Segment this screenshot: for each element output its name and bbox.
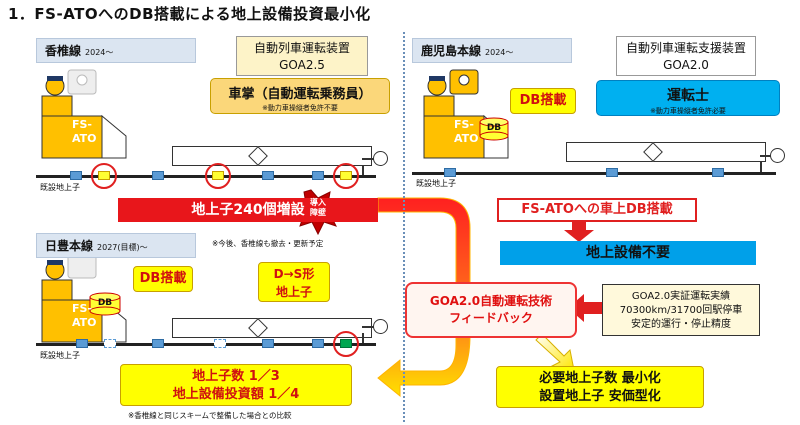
minimize-box: 必要地上子数 最小化 設置地上子 安価型化: [496, 366, 704, 408]
kashii-signal-post: [362, 158, 376, 160]
ds-balise-box: D→S形 地上子: [258, 262, 330, 302]
section-divider: [403, 32, 405, 422]
down-arrow: [564, 222, 594, 242]
nippo-db-tag: DB: [97, 298, 113, 308]
kashii-train-body: [172, 146, 372, 166]
nippo-ato-label: FS- ATO: [72, 302, 97, 329]
kagoshima-signal-icon: [770, 148, 785, 163]
nippo-train-body: [172, 318, 372, 338]
minimize-callout-arrow: [535, 333, 575, 371]
kashii-highlight-ring: [205, 163, 231, 189]
nippo-signal-icon: [373, 319, 388, 334]
kashii-signal-stem: [362, 165, 364, 175]
kashii-balise: [262, 171, 274, 180]
nippo-existing-balise-label: 既設地上子: [40, 351, 80, 360]
kashii-system-box: 自動列車運転装置 GOA2.5: [236, 36, 368, 76]
kagoshima-balise: [712, 168, 724, 177]
kashii-ato-label: FS- ATO: [72, 118, 97, 145]
nippo-removed-balise: [214, 339, 226, 348]
kagoshima-signal-post: [760, 155, 774, 157]
nippo-train: [41, 253, 127, 343]
page-title: 1．FS-ATOへのDB搭載による地上設備投資最小化: [8, 5, 371, 23]
no-ground-equipment-box: 地上設備不要: [500, 241, 756, 265]
kashii-balise: [70, 171, 82, 180]
conductor-role-box: 車掌（自動運転乗務員） ※動力車操縦者免許不要: [210, 78, 390, 114]
kashii-signal-icon: [373, 151, 388, 166]
kagoshima-balise: [444, 168, 456, 177]
db-cylinder-nippo: [89, 292, 121, 316]
kagoshima-system-box: 自動列車運転支援装置 GOA2.0: [616, 36, 756, 76]
investment-result-box: 地上子数 1／3 地上設備投資額 1／4: [120, 364, 352, 406]
kashii-existing-balise-label: 既設地上子: [40, 183, 80, 192]
feedback-curve-arrow: [377, 197, 471, 398]
kashii-train: [41, 76, 127, 159]
nippo-signal-stem: [362, 333, 364, 343]
kagoshima-train-body: [566, 142, 766, 162]
kagoshima-signal-stem: [760, 162, 762, 172]
kashii-balise: [312, 171, 324, 180]
barrier-label: 導入 障壁: [310, 198, 326, 217]
nippo-highlight-ring: [333, 331, 359, 357]
passenger-icon: [67, 69, 97, 95]
db-cylinder-kagoshima: [479, 117, 509, 141]
nippo-balise: [76, 339, 88, 348]
kashii-highlight-ring: [91, 163, 117, 189]
kagoshima-db-tag: DB: [486, 123, 502, 133]
kagoshima-existing-balise-label: 既設地上子: [416, 179, 456, 188]
kashii-balise: [152, 171, 164, 180]
nippo-db-box: DB搭載: [133, 266, 193, 292]
kagoshima-db-box: DB搭載: [510, 88, 576, 114]
nippo-balise: [152, 339, 164, 348]
kashii-highlight-ring: [333, 163, 359, 189]
driver-role-box: 運転士 ※動力車操縦者免許必要: [596, 80, 780, 116]
kagoshima-ato-label: FS- ATO: [454, 118, 479, 145]
nippo-rail: [36, 343, 376, 346]
balise-increase-bar: 地上子240個増設: [118, 198, 378, 222]
nippo-balise: [262, 339, 274, 348]
nippo-removed-balise: [104, 339, 116, 348]
nippo-signal-post: [362, 326, 376, 328]
kagoshima-rail: [412, 172, 776, 175]
kagoshima-balise: [606, 168, 618, 177]
result-note: ※香椎線と同じスキームで整備した場合との比較: [128, 411, 292, 420]
nippo-balise: [312, 339, 324, 348]
onboard-db-box: FS-ATOへの車上DB搭載: [497, 198, 697, 222]
feedback-box: GOA2.0自動運転技術 フィードバック: [405, 282, 577, 338]
performance-box: GOA2.0実証運転実績 70300km/31700回駅停車 安定的運行・停止精…: [602, 284, 760, 336]
nippo-note: ※今後、香椎線も撤去・更新予定: [212, 239, 324, 248]
